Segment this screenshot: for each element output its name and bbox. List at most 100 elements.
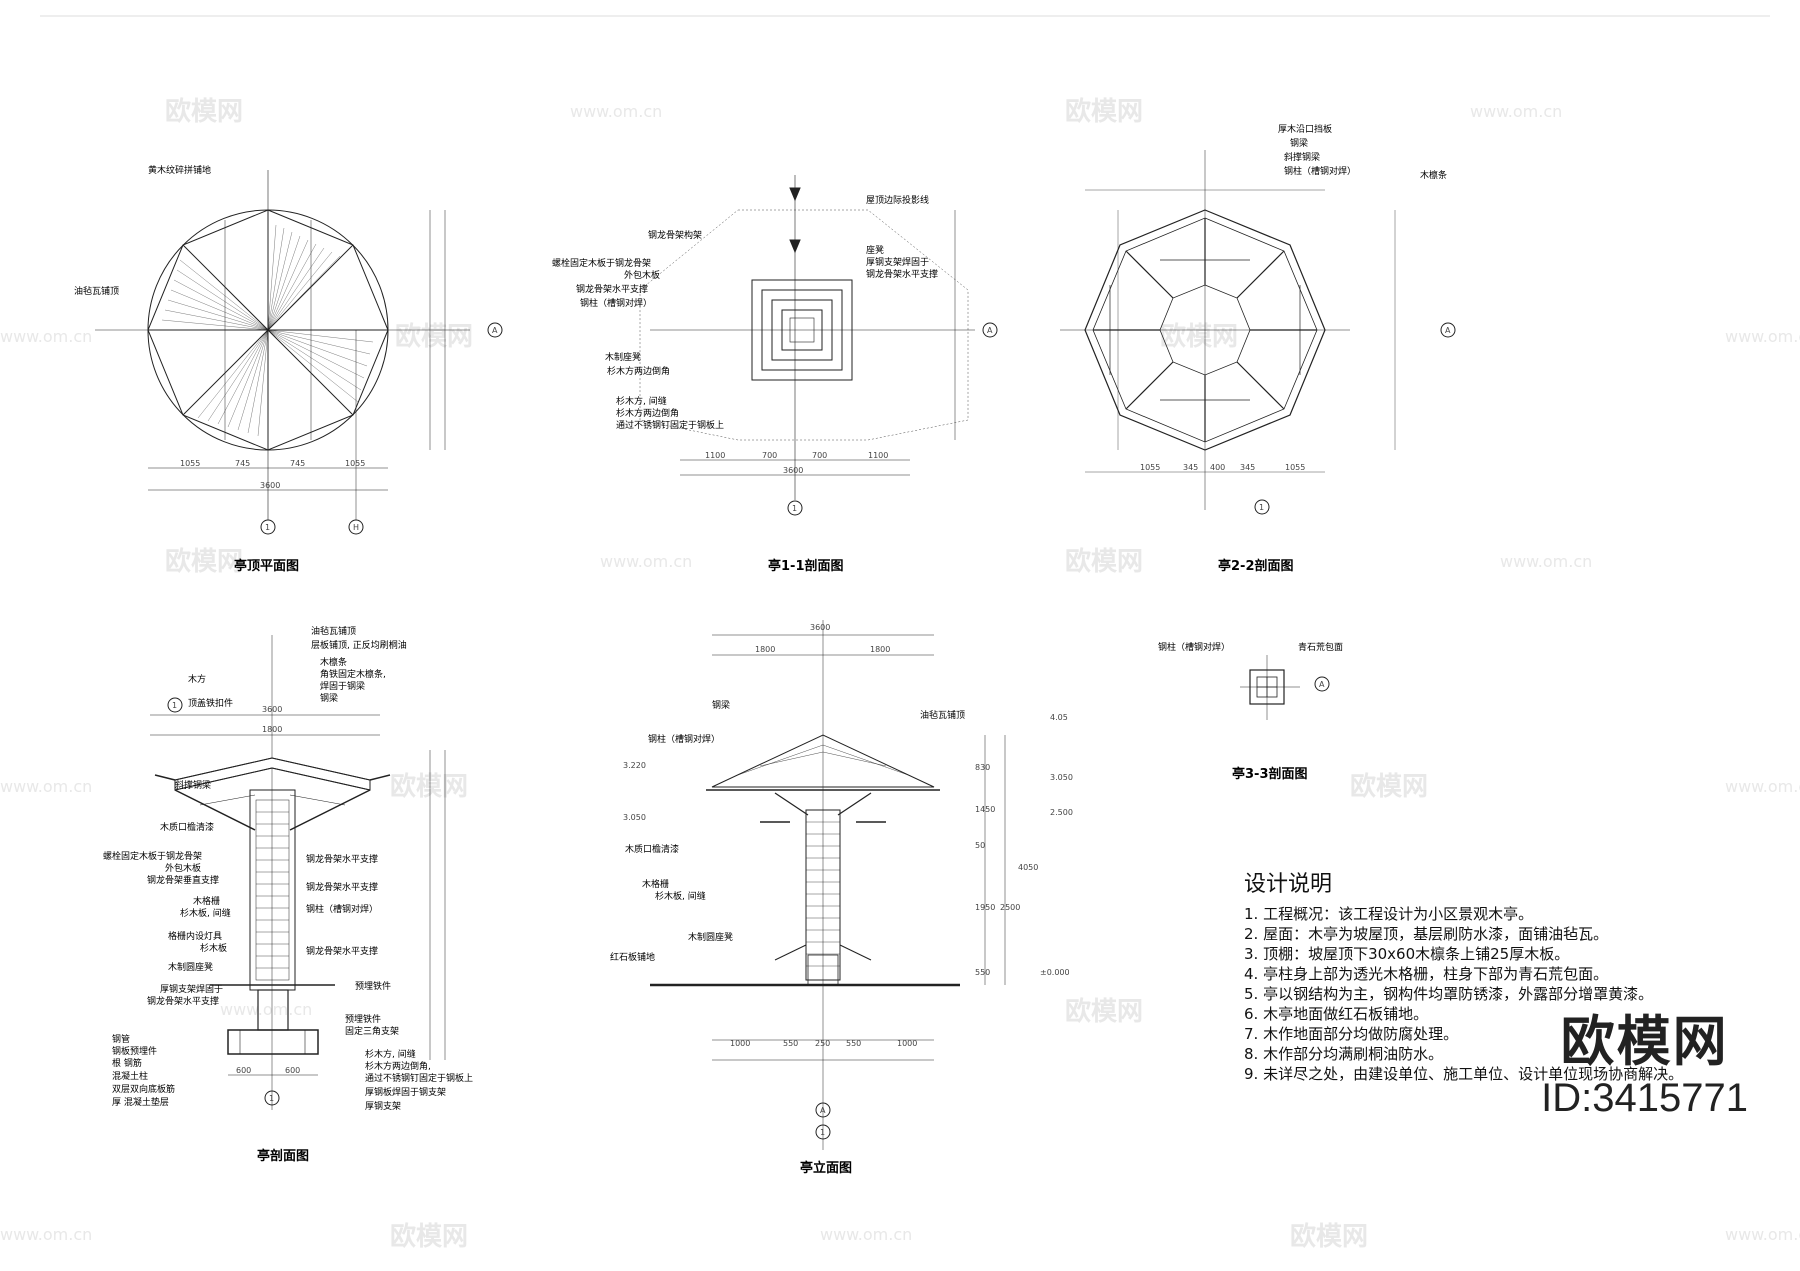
dim-text: 1950: [975, 903, 995, 912]
label: 黄木纹碎拼铺地: [148, 164, 211, 176]
watermark-brand: 欧模网: [1065, 546, 1143, 577]
label: 木格栅: [193, 895, 220, 907]
dim-text: 700: [812, 451, 827, 460]
label: 木质口檐清漆: [625, 843, 679, 855]
note-item: 1. 工程概况：该工程设计为小区景观木亭。: [1244, 905, 1534, 923]
note-item: 5. 亭以钢结构为主，钢构件均罩防锈漆，外露部分增罩黄漆。: [1244, 985, 1654, 1003]
watermark-brand: 欧模网: [1160, 321, 1238, 352]
label: 钢柱（槽钢对焊）: [648, 733, 720, 745]
level-mark: 4.05: [1050, 713, 1068, 722]
dim-text: 3600: [262, 705, 282, 714]
label: 钢梁: [320, 692, 338, 704]
label: 钢龙骨架水平支撑: [306, 945, 378, 957]
note-item: 6. 木亭地面做红石板铺地。: [1244, 1005, 1429, 1023]
label: 钢龙骨架水平支撑: [147, 995, 219, 1007]
label: 根 钢筋: [112, 1057, 142, 1069]
watermark-site: www.om.cn: [1470, 102, 1562, 121]
label: 杉木板, 间缝: [180, 907, 231, 919]
note-item: 8. 木作部分均满刷桐油防水。: [1244, 1045, 1444, 1063]
label: 外包木板: [165, 862, 201, 874]
drawing-title: 亭3-3剖面图: [1232, 766, 1308, 782]
watermark-site: www.om.cn: [1725, 327, 1800, 346]
roof-plan-text: 黄木纹碎拼铺地 油毡瓦铺顶 1055 745 745 1055 3600 1 H…: [74, 164, 498, 574]
label: 木制座凳: [605, 351, 641, 363]
logo-brand: 欧模网: [1560, 1010, 1729, 1073]
label: 青石荒包面: [1298, 641, 1343, 653]
label: 双层双向底板筋: [112, 1083, 175, 1095]
label: 木檩条: [320, 656, 347, 668]
label: 斜撑钢梁: [1284, 151, 1320, 163]
label: 外包木板: [624, 269, 660, 281]
dim-text: 345: [1183, 463, 1198, 472]
watermark-site: www.om.cn: [220, 1000, 312, 1019]
label: 钢龙骨架水平支撑: [306, 881, 378, 893]
label: 通过不锈钢钉固定于钢板上: [365, 1072, 473, 1084]
label: 钢柱（槽钢对焊）: [1284, 165, 1356, 177]
dim-text: 1100: [705, 451, 725, 460]
axis-label: H: [353, 523, 359, 532]
label: 厚钢支架焊固于: [160, 983, 223, 995]
dim-text: 3600: [783, 466, 803, 475]
dim-text: 600: [236, 1066, 251, 1075]
axis-label: A: [1319, 680, 1325, 689]
dim-text: 2500: [1000, 903, 1020, 912]
label: 屋顶边际投影线: [866, 194, 929, 206]
label: 通过不锈钢钉固定于钢板上: [616, 419, 724, 431]
label: 混凝土柱: [112, 1070, 148, 1082]
watermark-brand: 欧模网: [390, 771, 468, 802]
level-mark: 2.500: [1050, 808, 1073, 817]
level-mark: 3.050: [1050, 773, 1073, 782]
dim-text: 1100: [868, 451, 888, 460]
label: 固定三角支架: [345, 1025, 399, 1037]
label: 杉木板, 间缝: [655, 890, 706, 902]
label: 木方: [188, 673, 206, 685]
label: 螺栓固定木板于钢龙骨架: [552, 257, 651, 269]
label: 杉木方两边倒角,: [365, 1060, 431, 1072]
watermark-site: www.om.cn: [1725, 777, 1800, 796]
axis-label: 1: [1259, 503, 1264, 512]
drawing-title: 亭2-2剖面图: [1218, 558, 1294, 574]
dim-text: 745: [290, 459, 305, 468]
section-3-3-text: 钢柱（槽钢对焊） 青石荒包面 A 亭3-3剖面图: [1158, 641, 1343, 782]
dim-text: 1055: [180, 459, 200, 468]
axis-label: A: [492, 326, 498, 335]
label: 厚钢支架焊固于: [866, 256, 929, 268]
level-mark: 3.050: [623, 813, 646, 822]
label: 杉木板: [200, 942, 227, 954]
dim-text: 250: [815, 1039, 830, 1048]
section-1-1-text: 钢龙骨架构架 螺栓固定木板于钢龙骨架 外包木板 钢龙骨架水平支撑 钢柱（槽钢对焊…: [552, 194, 993, 574]
drawing-title: 亭顶平面图: [234, 558, 299, 574]
axis-label: A: [1445, 326, 1451, 335]
watermark-brand: 欧模网: [1065, 96, 1143, 127]
dim-text: 600: [285, 1066, 300, 1075]
label: 钢梁: [1290, 137, 1308, 149]
watermark-site: www.om.cn: [0, 1225, 92, 1244]
label: 厚木沿口挡板: [1278, 123, 1332, 135]
label: 预埋铁件: [355, 980, 391, 992]
dim-text: 700: [762, 451, 777, 460]
level-mark: 3.220: [623, 761, 646, 770]
label: 木制圆座凳: [168, 961, 213, 973]
axis-label: 1: [820, 1128, 825, 1137]
watermark-brand: 欧模网: [395, 321, 473, 352]
drawing-title: 亭剖面图: [257, 1148, 309, 1164]
dim-text: 830: [975, 763, 990, 772]
label: 厚 混凝土垫层: [112, 1096, 169, 1108]
note-item: 3. 顶棚：坡屋顶下30x60木檩条上铺25厚木板。: [1244, 945, 1570, 963]
label: 红石板铺地: [610, 951, 655, 963]
watermark-site: www.om.cn: [0, 327, 92, 346]
drawing-title: 亭1-1剖面图: [768, 558, 844, 574]
dim-text: 1800: [870, 645, 890, 654]
section-3-3-drawing: [1240, 655, 1330, 720]
label: 斜撑钢梁: [175, 779, 211, 791]
dim-text: 1055: [1285, 463, 1305, 472]
label: 木檩条: [1420, 169, 1447, 181]
design-notes: 设计说明 1. 工程概况：该工程设计为小区景观木亭。 2. 屋面：木亭为坡屋顶，…: [1244, 866, 1764, 1084]
axis-label: 1: [172, 701, 177, 710]
label: 焊固于钢梁: [320, 680, 365, 692]
logo-id: ID:3415771: [1541, 1076, 1748, 1120]
dim-text: 1000: [730, 1039, 750, 1048]
notes-heading: 设计说明: [1244, 872, 1333, 897]
dim-text: 1800: [262, 725, 282, 734]
label: 预埋铁件: [345, 1013, 381, 1025]
